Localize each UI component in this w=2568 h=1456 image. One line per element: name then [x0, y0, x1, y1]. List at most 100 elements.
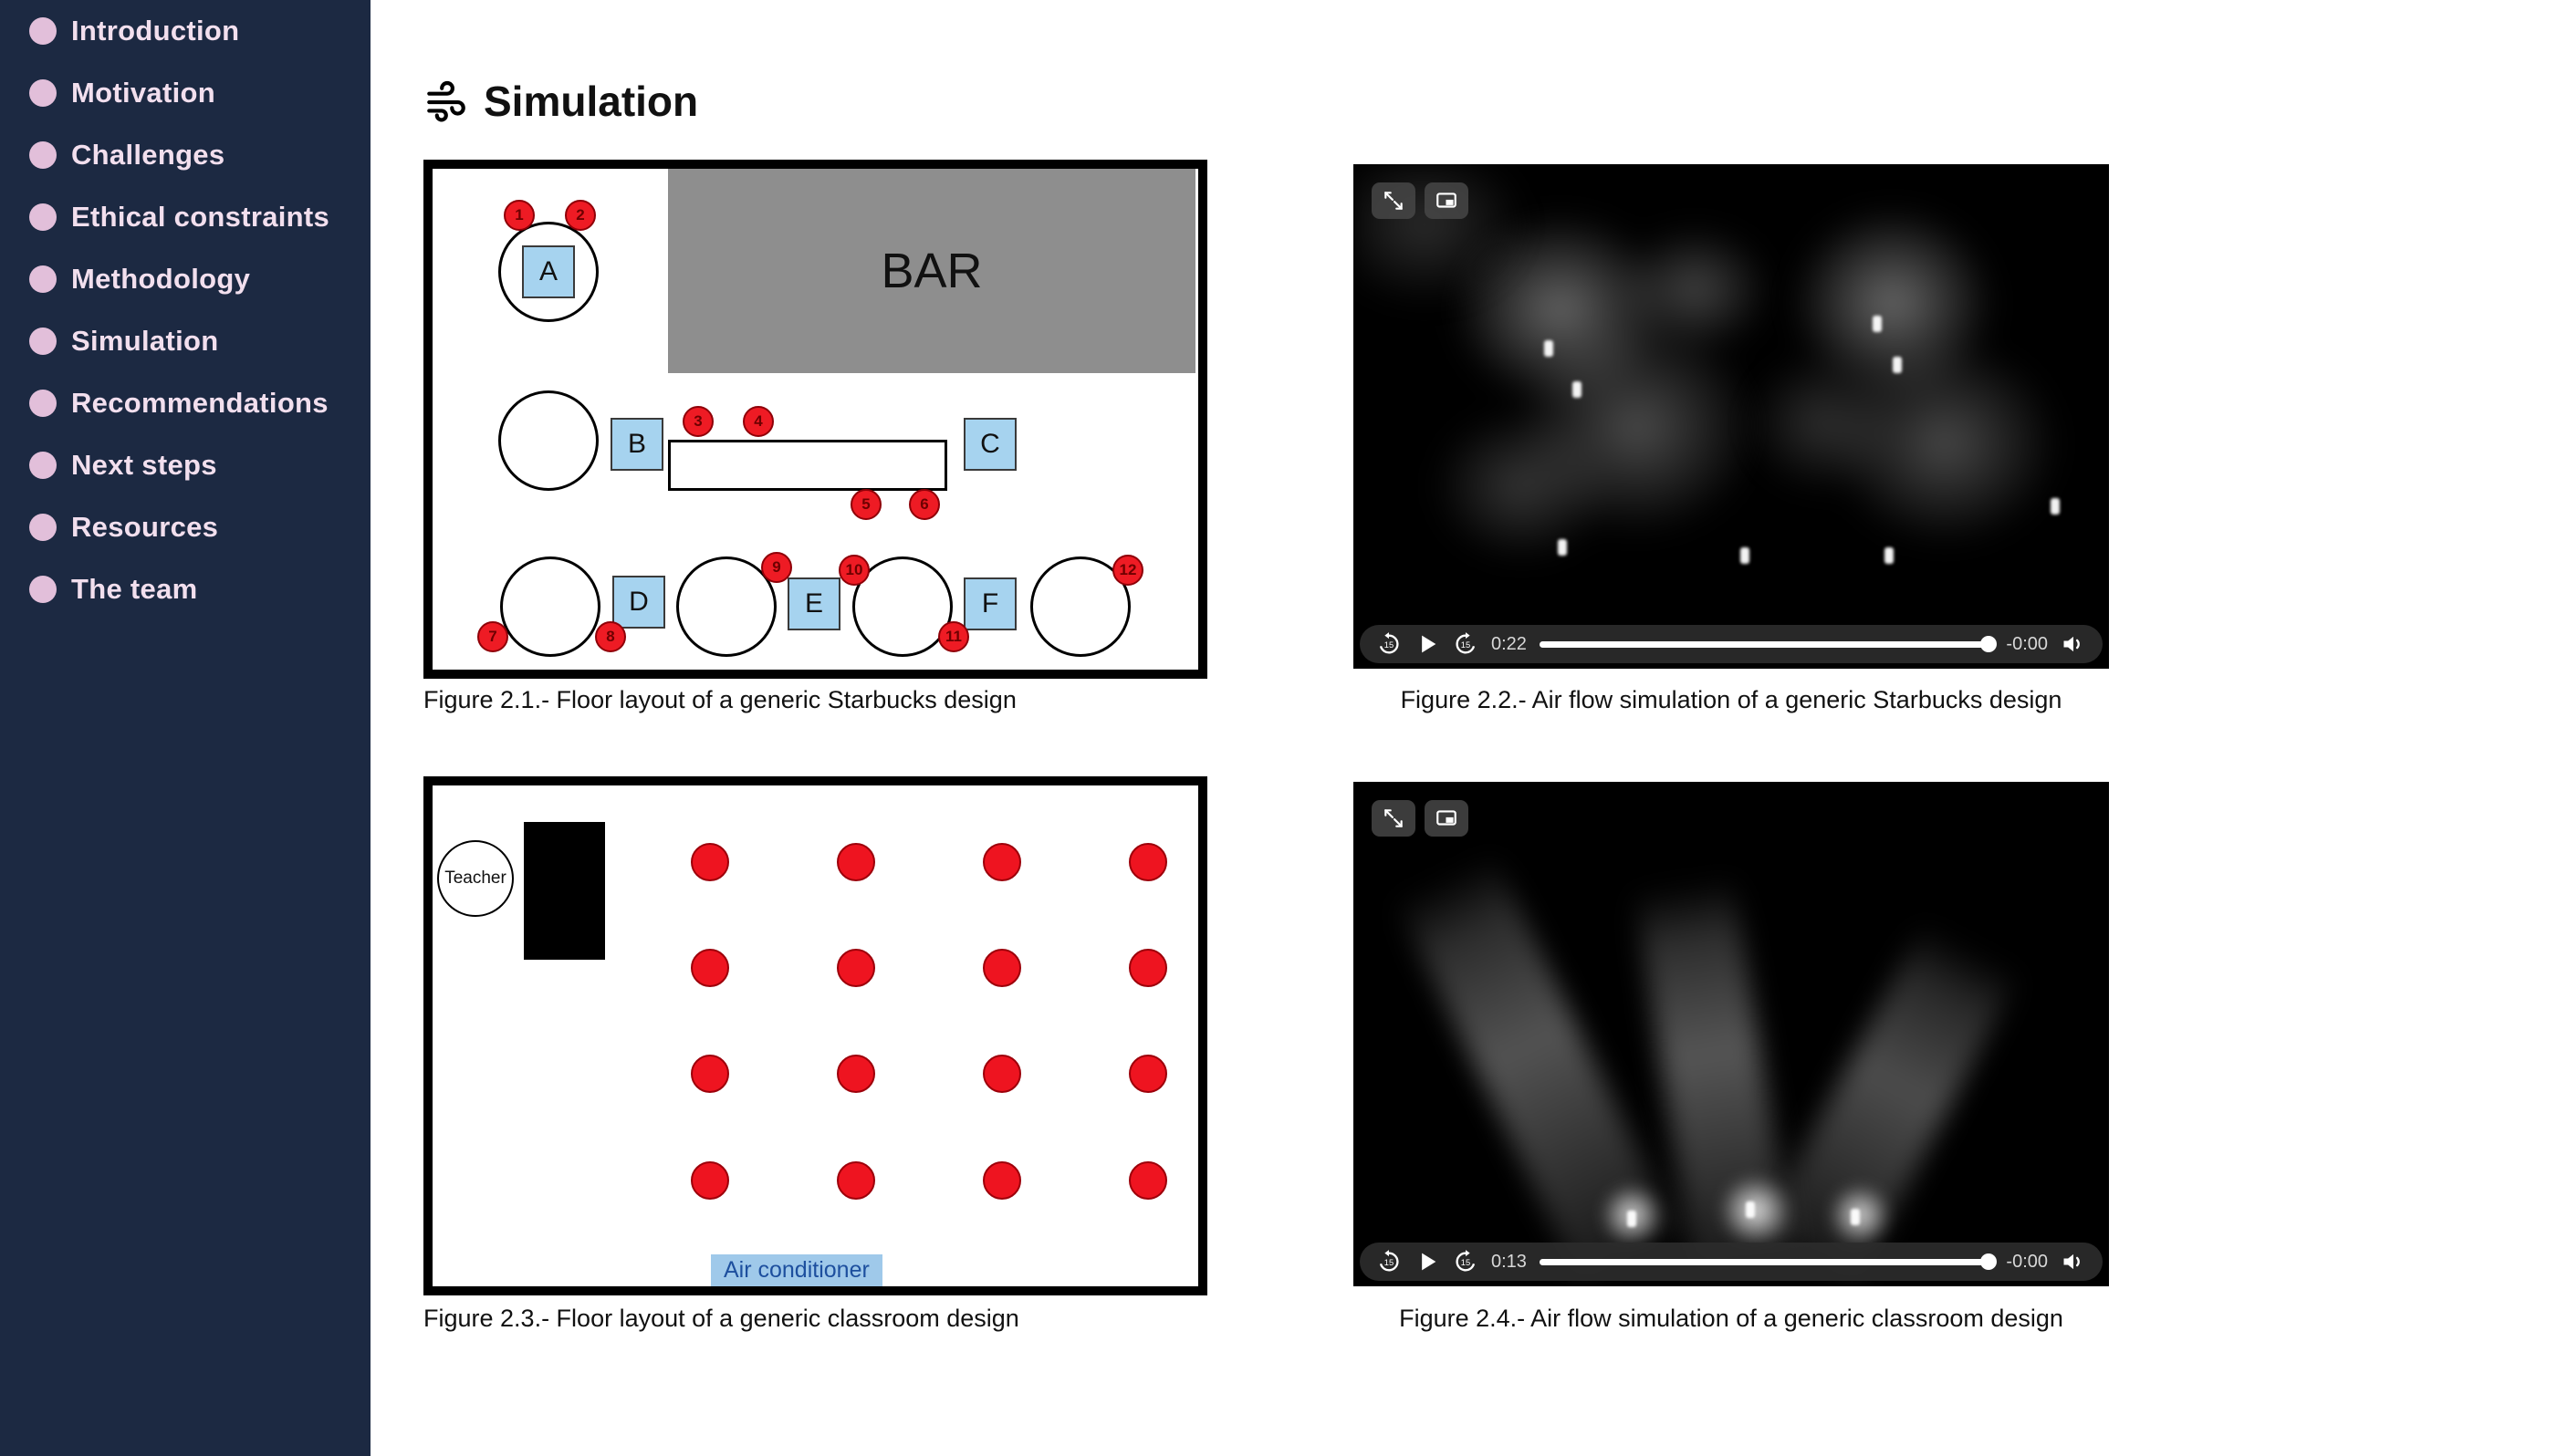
particle-speck	[1873, 316, 1882, 332]
sidebar-item-recommendations[interactable]: Recommendations	[0, 372, 371, 434]
teacher-label: Teacher	[444, 868, 506, 888]
person-dot: 11	[938, 621, 969, 652]
video-control-bar: 15 15 0:13 -0:00	[1360, 1243, 2103, 1281]
volume-button[interactable]	[2061, 1249, 2086, 1274]
person-dot: 5	[851, 489, 882, 520]
particle-speck	[1544, 340, 1553, 357]
sidebar-item-label: Simulation	[71, 325, 219, 357]
remaining-time: -0:00	[2006, 1251, 2048, 1272]
particle-speck	[1893, 357, 1902, 373]
sidebar-item-challenges[interactable]: Challenges	[0, 124, 371, 186]
figure-2-4-caption: Figure 2.4.- Air flow simulation of a ge…	[1399, 1305, 2063, 1332]
student-seat	[691, 1055, 729, 1093]
teacher-seat: Teacher	[437, 840, 514, 917]
sidebar-item-label: Methodology	[71, 263, 251, 295]
sidebar-item-label: Resources	[71, 511, 219, 543]
bar-label: BAR	[881, 244, 983, 298]
progress-bar[interactable]	[1539, 636, 1998, 652]
pip-button[interactable]	[1425, 800, 1468, 837]
rewind-15-icon: 15	[1379, 632, 1399, 654]
particle-speck	[1627, 1211, 1636, 1227]
pip-button[interactable]	[1425, 182, 1468, 219]
progress-knob[interactable]	[1980, 1253, 1998, 1270]
smoke-plume	[1761, 921, 2021, 1280]
particle-speck	[1884, 547, 1894, 564]
sidebar-item-label: Challenges	[71, 139, 225, 171]
current-time: 0:22	[1491, 633, 1527, 654]
person-dot: 12	[1112, 555, 1143, 586]
person-dot: 8	[595, 621, 626, 652]
student-seat	[691, 949, 729, 987]
sidebar-item-ethical-constraints[interactable]: Ethical constraints	[0, 186, 371, 248]
starbucks-airflow-video[interactable]: 15 15 0:22 -0:00	[1353, 164, 2109, 669]
svg-text:15: 15	[1461, 640, 1470, 650]
long-table	[668, 440, 947, 491]
bullet-icon	[29, 328, 57, 355]
smoke-cloud	[1737, 182, 2083, 584]
particle-speck	[1558, 539, 1567, 556]
plume-base-glow	[1718, 1174, 1791, 1247]
progress-fill	[1539, 640, 1994, 648]
student-seat	[837, 1055, 875, 1093]
classroom-floor-layout-diagram: Teacher Air conditioner	[423, 776, 1207, 1295]
round-table	[500, 556, 600, 657]
figure-2-1-caption: Figure 2.1.- Floor layout of a generic S…	[423, 686, 1017, 713]
bullet-icon	[29, 203, 57, 231]
forward-15-button[interactable]: 15	[1453, 1249, 1478, 1274]
forward-15-icon: 15	[1456, 632, 1476, 654]
sidebar-item-label: Next steps	[71, 449, 217, 481]
sidebar-item-next-steps[interactable]: Next steps	[0, 434, 371, 496]
sidebar-item-the-team[interactable]: The team	[0, 558, 371, 620]
table-label-e: E	[788, 577, 840, 630]
sidebar-item-methodology[interactable]: Methodology	[0, 248, 371, 310]
svg-text:15: 15	[1461, 1258, 1470, 1267]
student-seat	[1129, 1055, 1167, 1093]
forward-15-button[interactable]: 15	[1453, 631, 1478, 657]
sidebar-item-label: Ethical constraints	[71, 201, 330, 233]
student-seat	[983, 843, 1021, 881]
play-button[interactable]	[1414, 1249, 1440, 1274]
rewind-15-button[interactable]: 15	[1376, 1249, 1402, 1274]
student-seat	[837, 1161, 875, 1200]
person-dot: 2	[565, 200, 596, 231]
bullet-icon	[29, 452, 57, 479]
student-seat	[983, 949, 1021, 987]
round-table	[498, 390, 599, 491]
progress-bar[interactable]	[1539, 1253, 1998, 1270]
sidebar-item-introduction[interactable]: Introduction	[0, 0, 371, 62]
progress-fill	[1539, 1258, 1994, 1265]
rewind-15-icon: 15	[1379, 1250, 1399, 1272]
svg-text:15: 15	[1384, 640, 1394, 650]
progress-knob[interactable]	[1980, 636, 1998, 652]
table-label-f: F	[964, 577, 1017, 630]
play-button[interactable]	[1414, 631, 1440, 657]
student-seat	[837, 949, 875, 987]
sidebar-item-label: The team	[71, 573, 198, 605]
fullscreen-button[interactable]	[1372, 182, 1415, 219]
sidebar-item-resources[interactable]: Resources	[0, 496, 371, 558]
person-dot: 4	[743, 406, 774, 437]
rewind-15-button[interactable]: 15	[1376, 631, 1402, 657]
forward-15-icon: 15	[1456, 1250, 1476, 1272]
student-seat	[1129, 949, 1167, 987]
current-time: 0:13	[1491, 1251, 1527, 1272]
student-seat	[691, 843, 729, 881]
student-seat	[691, 1161, 729, 1200]
classroom-airflow-video[interactable]: 15 15 0:13 -0:00	[1353, 782, 2109, 1286]
fullscreen-button[interactable]	[1372, 800, 1415, 837]
pip-icon	[1436, 810, 1456, 826]
person-dot: 6	[909, 489, 940, 520]
volume-button[interactable]	[2061, 631, 2086, 657]
particle-speck	[1740, 547, 1749, 564]
svg-text:15: 15	[1384, 1258, 1394, 1267]
table-label-a: A	[522, 245, 575, 298]
bullet-icon	[29, 79, 57, 107]
student-seat	[983, 1161, 1021, 1200]
person-dot: 3	[683, 406, 714, 437]
particle-speck	[1572, 381, 1582, 398]
starbucks-floor-layout-diagram: BAR A B C D E F 1 2 3 4 5 6 7 8 9 10 11 …	[423, 160, 1207, 679]
bullet-icon	[29, 390, 57, 417]
sidebar-item-simulation[interactable]: Simulation	[0, 310, 371, 372]
sidebar-item-motivation[interactable]: Motivation	[0, 62, 371, 124]
